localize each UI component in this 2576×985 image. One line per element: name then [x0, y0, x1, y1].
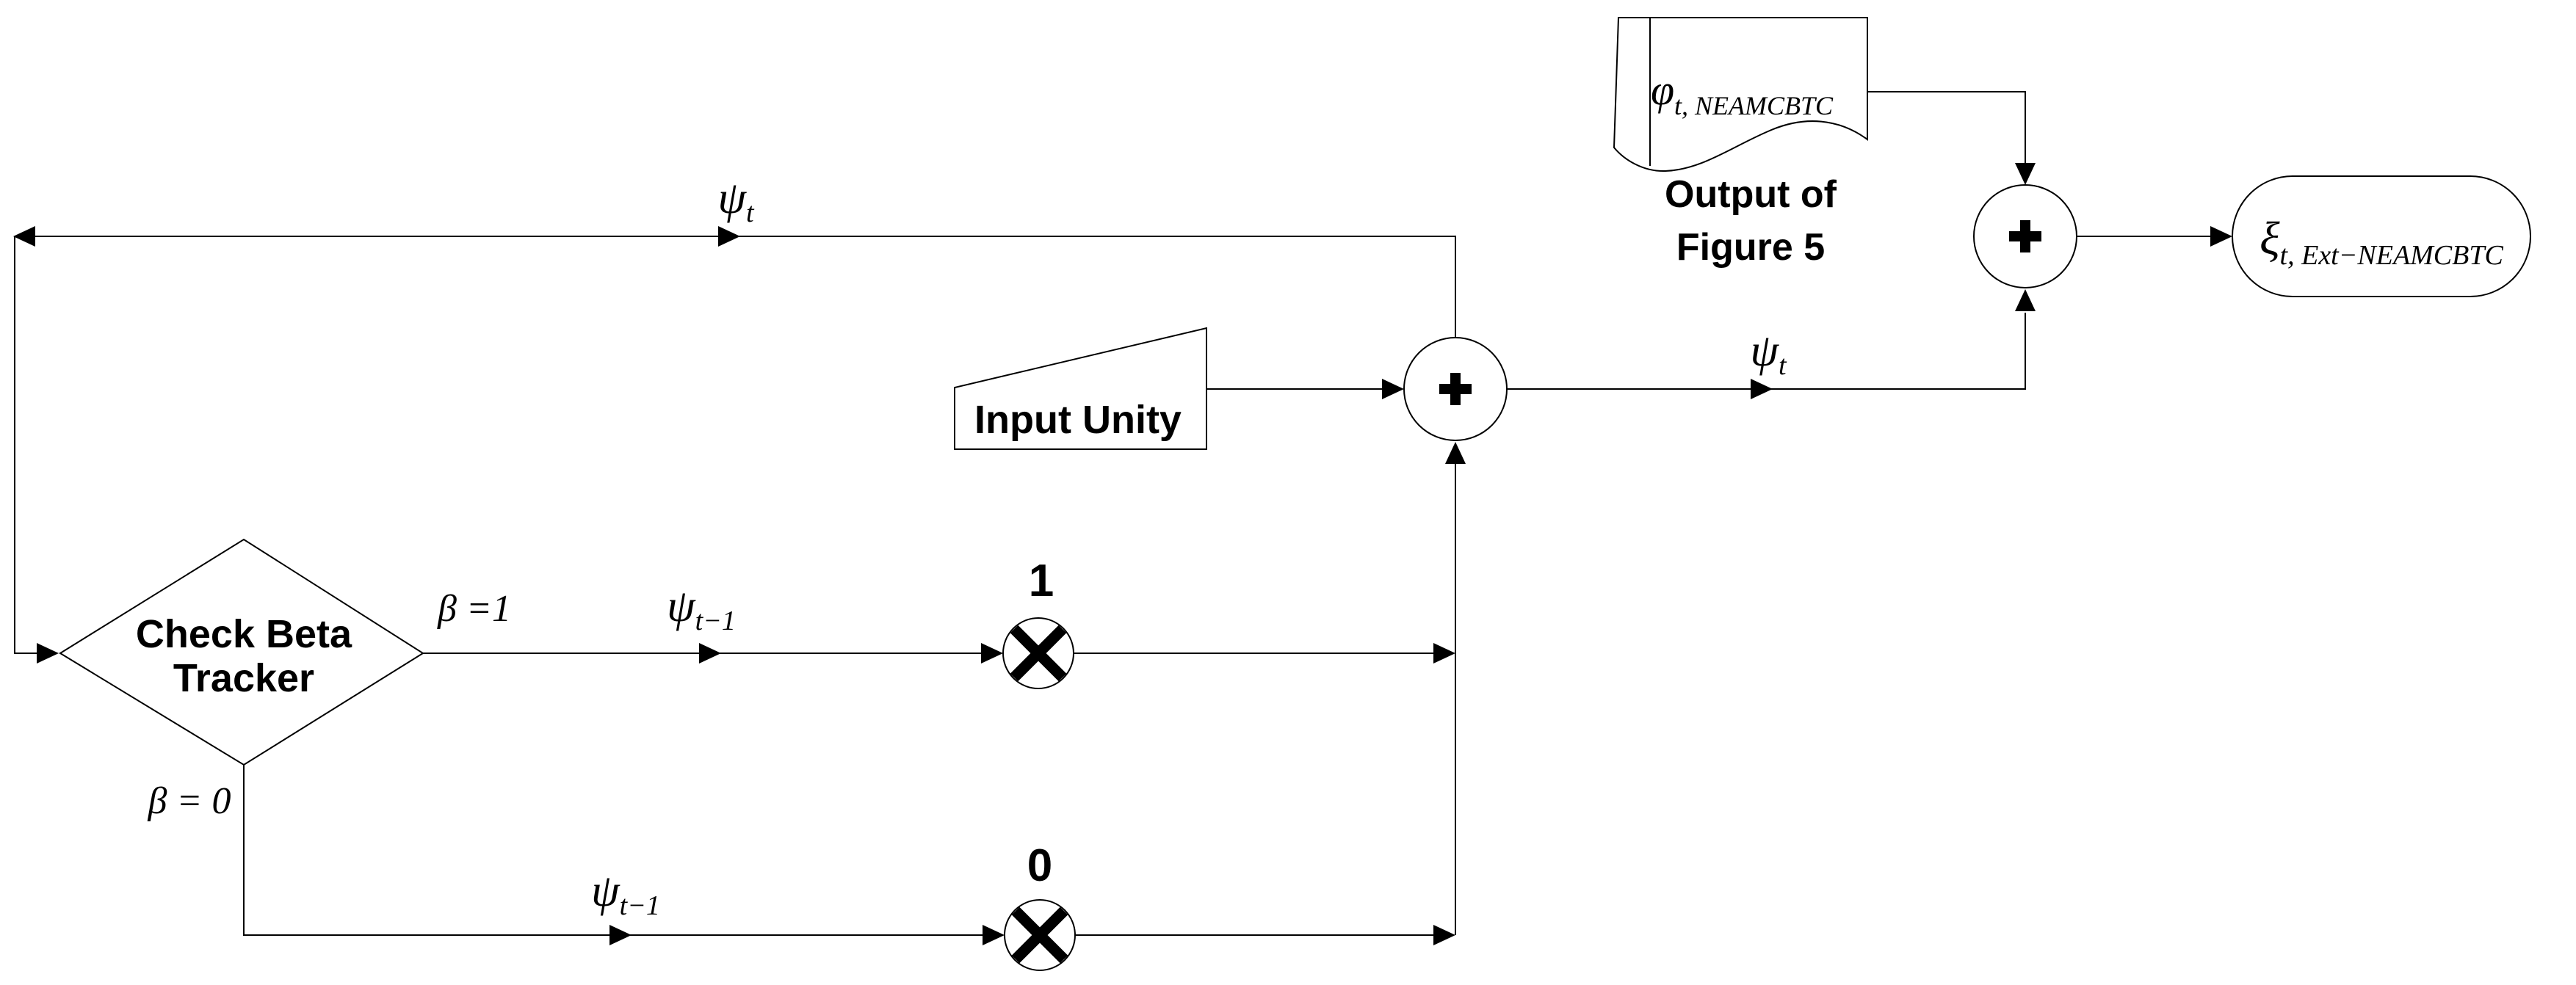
signal-labels: ψt β =1 ψt−1 β = 0 ψt−1 ψt	[148, 173, 1787, 921]
plus-icon	[2009, 220, 2041, 252]
document-caption-line1: Output of	[1665, 173, 1837, 216]
psi-prev-bottom-label: ψt−1	[591, 866, 660, 921]
feedback-left-line	[14, 236, 38, 654]
beta-zero-condition-label: β = 0	[148, 780, 231, 822]
arrow-right-icon	[981, 643, 1003, 664]
plus-icon	[1439, 373, 1472, 405]
gain-one-label: 1	[1029, 556, 1054, 606]
psi-prev-top-label: ψt−1	[667, 581, 736, 636]
feedback-top-line	[15, 236, 1456, 338]
mid-summer-node	[1403, 337, 1508, 441]
sum-output-signal-label: ψt	[1750, 326, 1787, 381]
arrow-right-icon	[37, 643, 59, 664]
input-unity-node: Input Unity	[954, 327, 1207, 450]
document-node: φt, NEAMCBTC Output of Figure 5	[1613, 17, 1868, 269]
right-summer-node	[1973, 184, 2077, 288]
arrow-right-icon	[983, 925, 1005, 945]
arrow-right-icon	[1433, 643, 1455, 664]
document-shape	[1613, 17, 1868, 172]
arrowheads	[13, 163, 2232, 945]
arrow-right-icon	[609, 925, 632, 945]
document-symbol-label: φt, NEAMCBTC	[1651, 66, 1834, 120]
document-caption-line2: Figure 5	[1676, 226, 1825, 269]
arrow-down-icon	[2015, 163, 2036, 185]
arrow-left-icon	[13, 226, 35, 247]
sum-output-line	[1507, 313, 2026, 390]
multiply-icon	[1010, 625, 1067, 682]
decision-label-line1: Check Beta	[136, 612, 352, 656]
multiplier-zero-node: 0	[1004, 840, 1076, 971]
arrow-up-icon	[2015, 289, 2036, 311]
input-unity-label: Input Unity	[974, 398, 1182, 442]
terminal-node: ξt, Ext−NEAMCBTC	[2232, 175, 2531, 297]
multiply-icon	[1011, 906, 1068, 964]
arrow-right-icon	[1382, 379, 1404, 399]
arrow-right-icon	[1433, 925, 1455, 945]
terminal-label: ξt, Ext−NEAMCBTC	[2260, 212, 2503, 271]
decision-node: Check Beta Tracker	[59, 538, 424, 766]
arrow-up-icon	[1445, 442, 1466, 464]
input-unity-shape	[954, 327, 1207, 450]
document-line	[1867, 91, 2026, 163]
gain-zero-label: 0	[1027, 840, 1052, 891]
feedback-signal-label: ψt	[717, 173, 755, 228]
beta-zero-line-left	[243, 765, 984, 936]
terminal-shape	[2232, 175, 2531, 297]
decision-diamond	[59, 538, 424, 766]
arrow-right-icon	[1751, 379, 1773, 399]
arrow-right-icon	[699, 643, 721, 664]
beta-one-condition-label: β =1	[437, 588, 511, 630]
arrow-right-icon	[2210, 226, 2232, 247]
arrow-right-icon	[718, 226, 740, 247]
connectors	[14, 91, 2212, 936]
multiplier-one-node: 1	[1002, 556, 1074, 689]
decision-label-line2: Tracker	[173, 656, 314, 700]
